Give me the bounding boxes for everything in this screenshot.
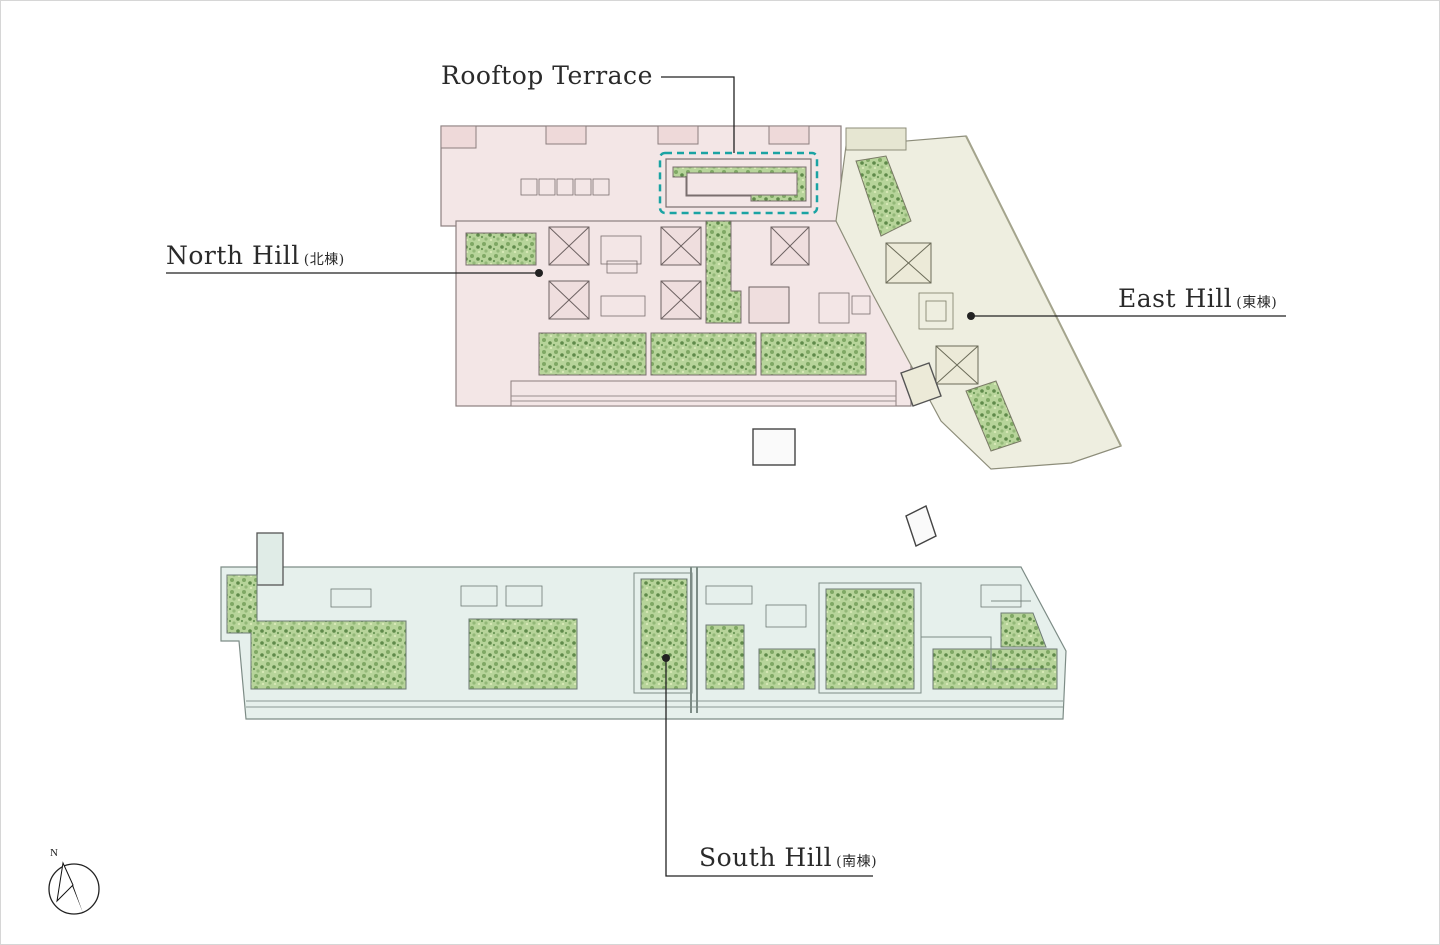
east-hill-text: East Hill <box>1118 284 1233 313</box>
south-hill-label: South Hill(南棟) <box>699 843 877 872</box>
east-hill-building <box>835 127 1122 470</box>
north-hill-label: North Hill(北棟) <box>166 241 345 270</box>
north-hill-text: North Hill <box>166 241 300 270</box>
east-annex-outline <box>905 505 937 547</box>
compass-icon <box>48 861 100 915</box>
rooftop-terrace-label: Rooftop Terrace <box>441 61 653 90</box>
east-hill-kanji: (東棟) <box>1236 295 1278 311</box>
north-hill-building <box>440 125 912 407</box>
north-annex-outline <box>752 428 796 466</box>
compass-north-letter: N <box>50 847 58 859</box>
callouts <box>166 76 1286 877</box>
south-hill-text: South Hill <box>699 843 833 872</box>
south-hill-kanji: (南棟) <box>836 854 878 870</box>
rooftop-terrace-highlight <box>658 151 819 215</box>
rooftop-terrace-text: Rooftop Terrace <box>441 61 653 90</box>
north-hill-kanji: (北棟) <box>303 252 345 268</box>
east-hill-label: East Hill(東棟) <box>1118 284 1277 313</box>
south-hill-building <box>220 532 1067 720</box>
